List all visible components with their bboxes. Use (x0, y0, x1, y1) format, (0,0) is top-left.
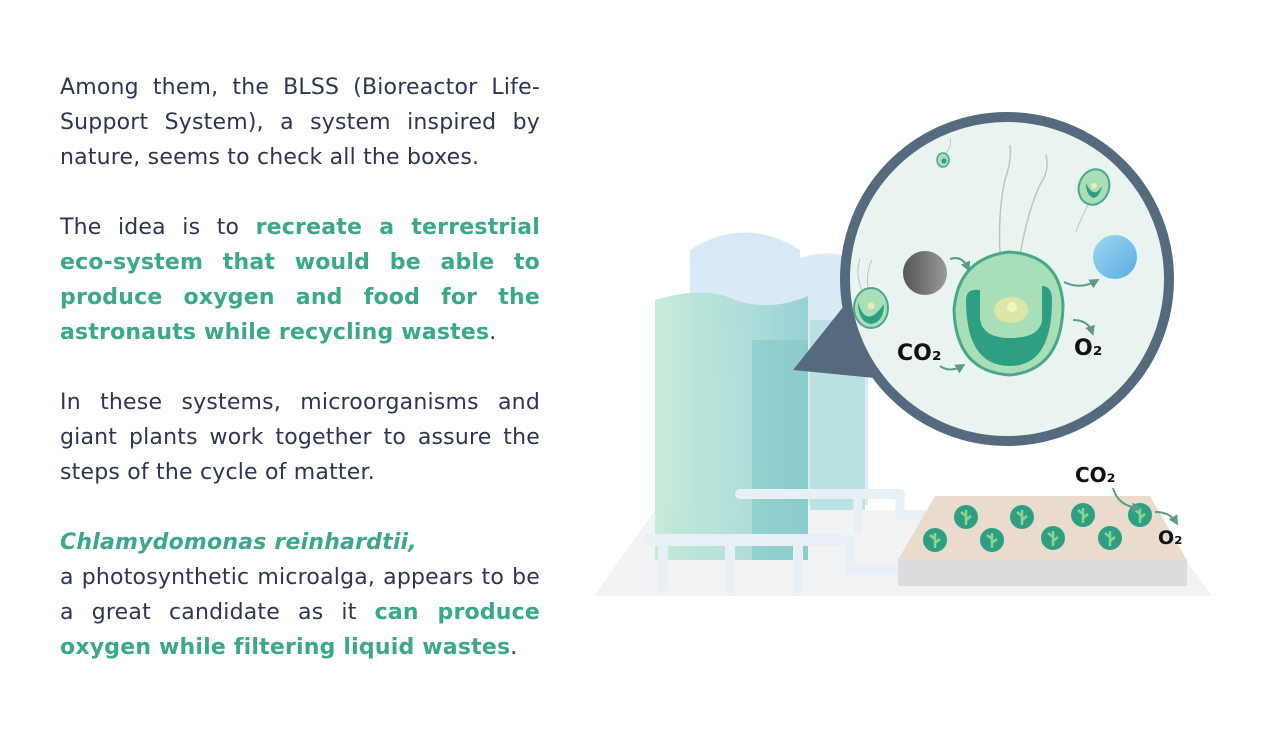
text-column: Among them, the BLSS (Bioreactor Life-Su… (60, 70, 540, 700)
chlamydomonas-cell (952, 144, 1065, 377)
idea-highlight: recreate a terrestrial eco-system that w… (60, 215, 540, 345)
bioreactor-illustration: CO₂ O₂ CO₂ O₂ (594, 112, 1212, 596)
o2-cell-label: O₂ (1074, 336, 1102, 361)
idea-lead: The idea is to (60, 215, 256, 240)
co2-cell-label: CO₂ (897, 341, 941, 366)
paragraph-blss-intro: Among them, the BLSS (Bioreactor Life-Su… (60, 75, 540, 170)
small-cell-top-right (1075, 168, 1111, 233)
co2-plants-label: CO₂ (1075, 463, 1115, 487)
plant-tray-side (898, 560, 1187, 586)
paragraph-chlamydomonas: Chlamydomonas reinhardtii, a photosynthet… (60, 525, 540, 665)
chlamy-lead: a photosynthetic microalga, appears to b… (60, 565, 540, 625)
arrow-co2-cell (939, 363, 966, 374)
paragraph-idea: The idea is to recreate a terrestrial ec… (60, 210, 540, 350)
chlamy-period: . (510, 635, 518, 660)
plants (923, 503, 1152, 552)
small-cell-top-left (936, 137, 951, 168)
small-cell-left (853, 257, 889, 329)
o2-plants-arrow (1154, 511, 1179, 526)
arrow-o2-cell (1072, 319, 1095, 336)
paragraph-cycle: In these systems, microorganisms and gia… (60, 390, 540, 485)
species-name: Chlamydomonas reinhardtii, (60, 530, 417, 555)
co2-molecule-gray (903, 251, 947, 295)
arrow-out-blue (1063, 279, 1100, 289)
pipes (644, 489, 930, 593)
o2-plants-label: O₂ (1158, 527, 1182, 549)
o2-molecule-blue (1093, 235, 1137, 279)
co2-plants-arrow (1112, 487, 1142, 513)
idea-period: . (489, 320, 497, 345)
arrow-in-gray (949, 257, 971, 272)
chlamy-highlight: can produce oxygen while filtering liqui… (60, 600, 540, 660)
